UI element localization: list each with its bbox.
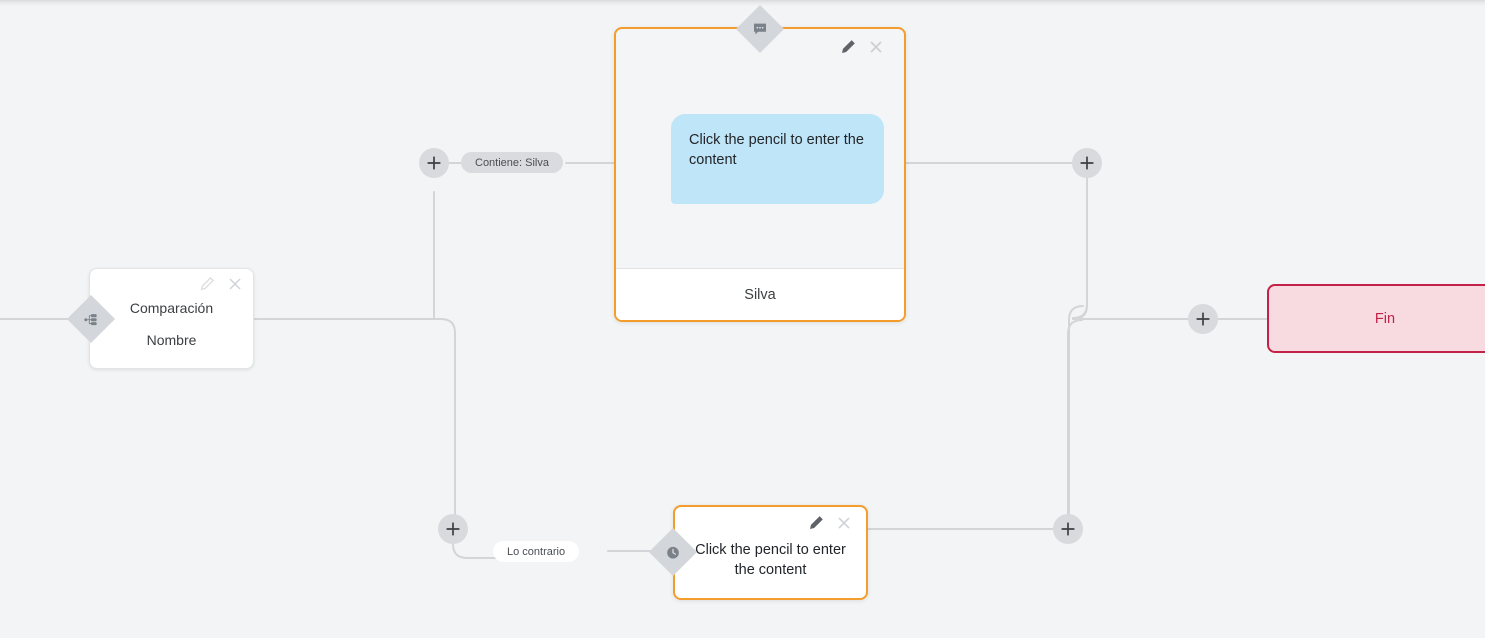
add-button-end[interactable] — [1188, 304, 1218, 334]
plus-icon — [1196, 312, 1210, 326]
node-fin[interactable]: Fin — [1267, 284, 1485, 353]
add-button-bottom-left[interactable] — [438, 514, 468, 544]
node-fin-label: Fin — [1374, 310, 1396, 327]
edge-bottom-left-plus-out — [452, 543, 501, 559]
edge-junction-to-fin-corner — [1072, 177, 1088, 319]
message-bubble-icon — [752, 21, 768, 37]
node-message[interactable]: Click the pencil to enter the content Si… — [614, 27, 906, 322]
add-button-top-right[interactable] — [1072, 148, 1102, 178]
node-wait-actions — [808, 515, 852, 531]
pencil-icon[interactable] — [808, 515, 824, 531]
edge-comparison-to-branch — [253, 318, 456, 517]
node-message-footer: Silva — [616, 268, 904, 320]
clock-icon-port[interactable] — [648, 527, 698, 577]
message-bubble: Click the pencil to enter the content — [671, 114, 884, 204]
edge-label-contiene[interactable]: Contiene: Silva — [461, 152, 563, 173]
message-bubble-icon-port[interactable] — [735, 4, 785, 54]
branch-icon — [84, 312, 99, 327]
plus-icon — [1080, 156, 1094, 170]
node-comparacion-title: Comparación — [129, 299, 214, 316]
plus-icon — [427, 156, 441, 170]
pencil-icon[interactable] — [199, 276, 215, 292]
edge-right-plus-down — [1072, 177, 1189, 320]
close-icon[interactable] — [868, 39, 884, 55]
close-icon[interactable] — [836, 515, 852, 531]
node-message-body: Click the pencil to enter the content — [616, 29, 904, 270]
node-wait-text: Click the pencil to enter the content — [695, 541, 846, 578]
close-icon[interactable] — [227, 276, 243, 292]
node-wait[interactable]: Click the pencil to enter the content — [673, 505, 868, 600]
node-comparacion-actions — [199, 276, 243, 292]
add-button-top-left[interactable] — [419, 148, 449, 178]
node-comparacion-subtitle: Nombre — [146, 331, 197, 348]
add-button-bottom-right[interactable] — [1053, 514, 1083, 544]
plus-icon — [1061, 522, 1075, 536]
edge-label-lo-contrario[interactable]: Lo contrario — [493, 541, 580, 562]
node-comparacion[interactable]: Comparación Nombre — [89, 268, 254, 369]
clock-icon — [666, 545, 681, 560]
window-chrome-strip — [0, 0, 1485, 6]
edge-fin-rail-corner — [1068, 305, 1084, 321]
node-message-actions — [840, 39, 884, 55]
edge-bottom-right-plus-up — [1067, 319, 1083, 515]
pencil-icon[interactable] — [840, 39, 856, 55]
plus-icon — [446, 522, 460, 536]
branch-icon-port[interactable] — [66, 294, 116, 344]
